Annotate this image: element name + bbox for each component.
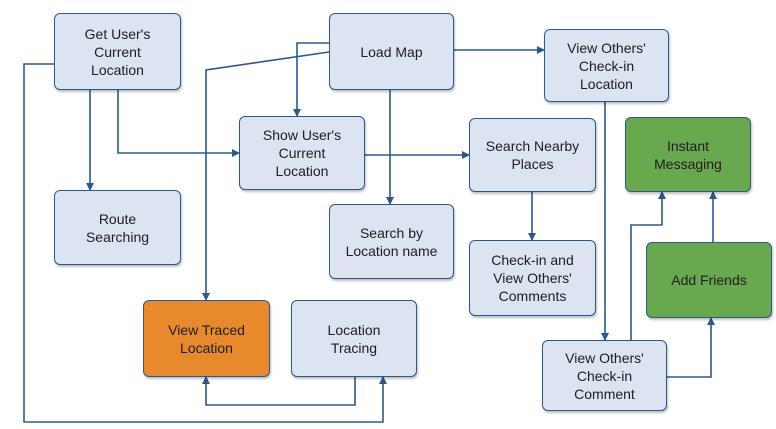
node-show-users-current-location: Show User's Current Location <box>239 116 365 190</box>
edge-load-map-to-view-traced <box>202 51 330 301</box>
node-location-tracing: Location Tracing <box>291 300 417 377</box>
node-instant-messaging: Instant Messaging <box>625 117 751 192</box>
node-view-others-checkin-location: View Others' Check-in Location <box>544 29 669 102</box>
node-route-searching: Route Searching <box>54 190 181 265</box>
node-view-traced-location: View Traced Location <box>143 300 270 377</box>
edge-checkin-comment-to-add-friends <box>667 317 715 378</box>
edge-location-tracing-to-view-traced <box>202 376 356 406</box>
edge-load-map-to-show-location <box>293 42 329 117</box>
node-get-users-current-location: Get User's Current Location <box>54 13 181 90</box>
node-search-nearby-places: Search Nearby Places <box>469 118 596 192</box>
edge-get-location-to-location-tracing <box>23 63 387 423</box>
node-checkin-and-view-comments: Check-in and View Others' Comments <box>469 240 596 316</box>
node-search-by-location-name: Search by Location name <box>329 204 454 279</box>
edge-get-location-to-show-location <box>117 90 240 157</box>
edge-checkin-comment-to-instant-messaging <box>630 191 666 340</box>
node-add-friends: Add Friends <box>646 242 772 318</box>
node-load-map: Load Map <box>329 13 454 90</box>
node-view-others-checkin-comment: View Others' Check-in Comment <box>542 340 667 411</box>
